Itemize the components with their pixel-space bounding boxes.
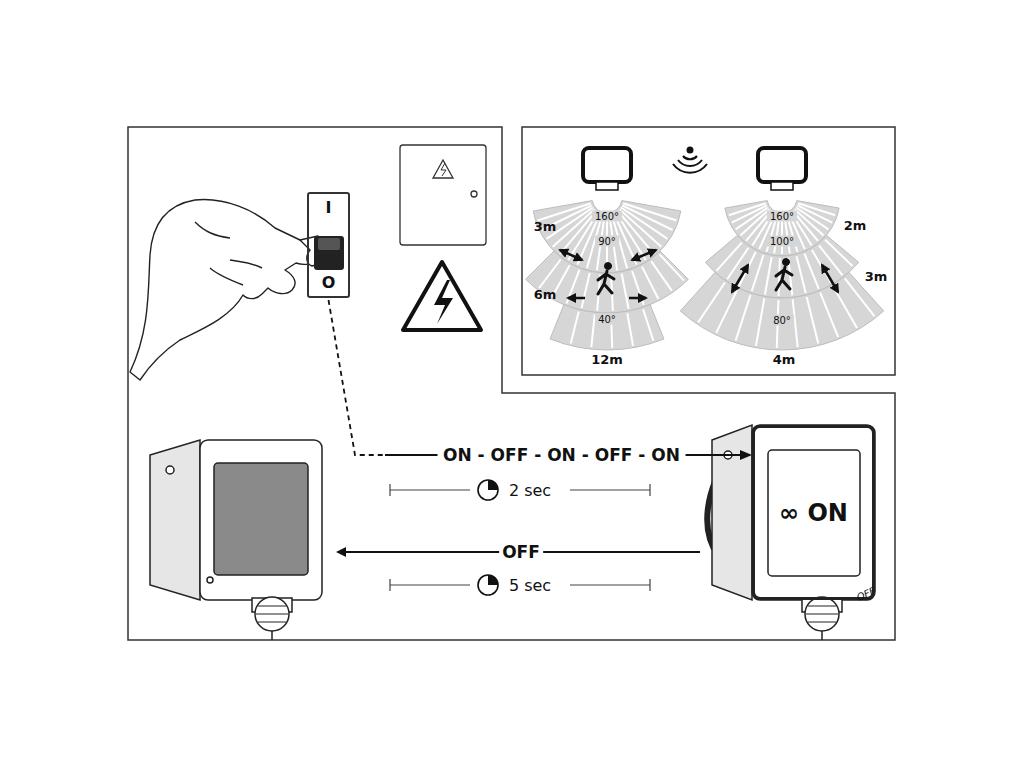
range-label: 12m [591,352,623,367]
zone-ray [622,274,629,309]
range-label: 90° [595,236,619,247]
zone-ray [623,203,676,220]
main-panel [128,127,895,640]
range-label: 160° [767,211,797,222]
range-label: 4m [773,352,796,367]
edge-label: ON - OFF - ON - OFF - ON [437,445,686,465]
zone-ray [779,258,780,296]
zone-ray [698,283,725,323]
zone-ray [642,267,658,299]
zone-ray [716,290,737,333]
range-label: 40° [595,314,619,325]
zone-sector [526,251,689,313]
zone-ray [765,257,772,294]
zone-sector [680,272,883,350]
fuse-cabinet [400,145,486,245]
walking-person [598,259,792,295]
range-label: 6m [534,287,557,302]
zone-ray [716,243,741,271]
zone-ray [627,313,633,345]
zone-ray [756,298,764,345]
detection-zones [526,201,884,350]
zone-arrows [560,250,838,298]
zone-ray [807,297,819,344]
zone-ray [660,254,685,280]
range-label: 160° [592,211,622,222]
range-label: 100° [767,236,797,247]
floodlight-off [150,440,322,640]
clock-icon [478,480,498,595]
lamp-icon [583,148,806,190]
zone-sector [550,305,664,350]
connector [329,300,751,455]
zone-ray [845,278,875,316]
node-text: ∞ ON [779,499,848,527]
connector-dashed [329,300,386,455]
zone-ray [582,273,590,308]
zone-ray [797,256,806,293]
step-label: OFF [499,542,543,562]
zone-ray [752,255,764,291]
range-label: 80° [770,315,794,326]
zone-ray [739,252,756,286]
zone-ray [819,245,842,275]
zone-ray [539,259,561,288]
floodlight-display: ∞ ON [752,425,875,600]
range-label: 2m [844,218,867,233]
time-label: 2 sec [506,481,554,500]
time-label: 5 sec [506,576,554,595]
sensor-label: OFF [855,585,877,603]
node-text: I [326,198,332,217]
switch-toggle [314,236,344,270]
floodlight-on [707,425,875,640]
zone-ray [825,240,852,266]
warning-sign [403,262,481,330]
range-label: 3m [865,269,888,284]
range-label: 3m [534,219,557,234]
zone-ray [632,271,644,305]
zone-ray [798,203,835,215]
wall-switch: IO [307,192,350,298]
sensor-panel [522,127,895,375]
zone-ray [571,312,579,344]
hand [130,200,328,380]
node-text: O [322,273,336,292]
zone-ray [736,295,751,341]
zone-ray [833,286,857,328]
zone-ray [820,293,838,338]
zone-ray [643,309,653,340]
wireless-icon [673,148,707,173]
